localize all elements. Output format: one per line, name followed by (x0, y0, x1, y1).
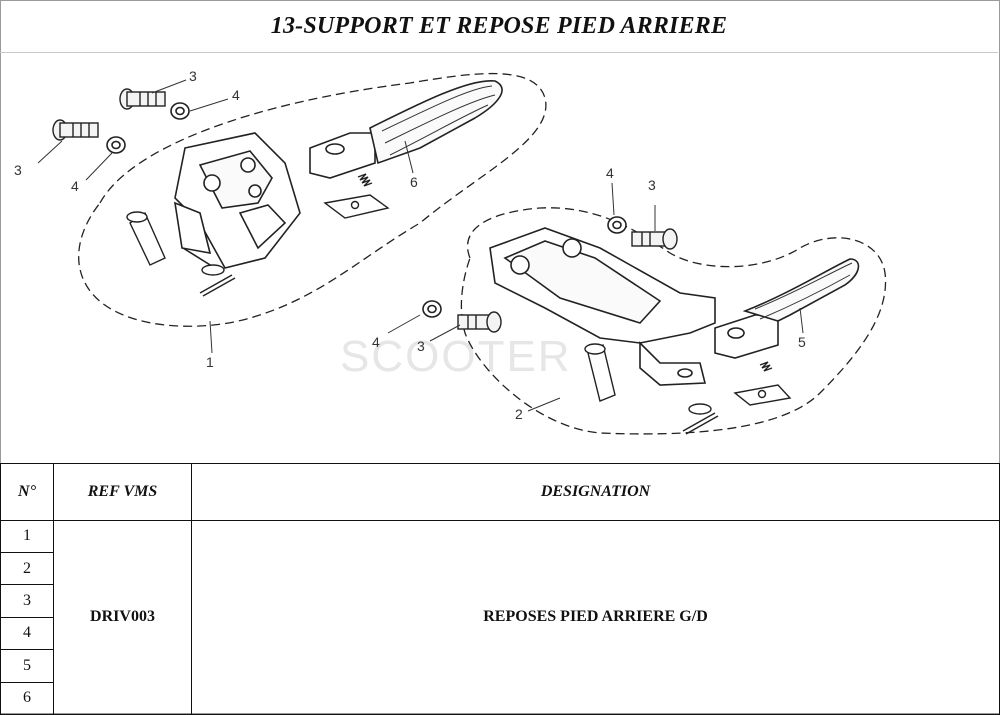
left-washer-lower-part (106, 136, 126, 154)
row-number: 4 (0, 616, 54, 651)
right-assembly-outline (460, 207, 887, 435)
row-number: 6 (0, 681, 54, 715)
callout-4-left-lower-washer: 4 (71, 178, 79, 194)
callout-4-right-upper-washer: 4 (606, 165, 614, 181)
table-row: 6 (0, 681, 1000, 715)
callout-3-left-upper-bolt: 3 (189, 68, 197, 84)
left-bolt-lower-part (52, 119, 99, 141)
left-assembly-outline (78, 72, 547, 327)
right-washer-lower-part (422, 300, 442, 318)
right-bolt-lower-part (457, 311, 502, 333)
header-designation: DESIGNATION (191, 463, 1000, 521)
right-footpeg-grip (754, 262, 853, 320)
row-number: 1 (0, 519, 54, 554)
right-bolt-upper-part (631, 228, 678, 250)
callout-2-right-bracket: 2 (515, 406, 523, 422)
right-washer-upper-part (607, 216, 627, 234)
ref-vms-cell: DRIV003 (53, 519, 192, 715)
callout-3-left-lower-bolt: 3 (14, 162, 22, 178)
callout-6-left-footpeg: 6 (410, 174, 418, 190)
callout-4-right-lower-washer: 4 (372, 334, 380, 350)
parts-table-header-row: N° REF VMS DESIGNATION (0, 463, 1000, 521)
right-spring-plate-part (733, 361, 792, 406)
left-footpeg-part (309, 80, 503, 179)
callout-3-right-upper-bolt: 3 (648, 177, 656, 193)
callout-leaders (37, 79, 804, 412)
left-pin-part (126, 211, 166, 266)
parts-table: N° REF VMS DESIGNATION 1 DRIV003 REPOSES… (0, 463, 1000, 715)
left-bolt-upper-part (119, 88, 166, 110)
callout-4-left-upper-washer: 4 (232, 87, 240, 103)
right-pin-part (584, 343, 616, 402)
watermark-text: SCOOTER (340, 332, 572, 381)
left-bracket-part (173, 132, 301, 269)
left-clip-part (199, 264, 236, 297)
table-row: 2 (0, 552, 1000, 586)
diagram-canvas: SCOOTER (14, 68, 887, 435)
header-number: N° (0, 463, 54, 521)
row-number: 5 (0, 649, 54, 683)
designation-cell: REPOSES PIED ARRIERE G/D (191, 519, 1000, 715)
left-washer-upper-part (170, 102, 190, 120)
page-title: 13-SUPPORT ET REPOSE PIED ARRIERE (0, 0, 998, 53)
right-bracket-part (489, 227, 716, 386)
callout-3-right-lower-bolt: 3 (417, 338, 425, 354)
row-number: 3 (0, 584, 54, 618)
table-row: 3 (0, 584, 1000, 618)
left-spring-plate-part (323, 173, 390, 219)
table-row: 1 DRIV003 REPOSES PIED ARRIERE G/D (0, 519, 1000, 715)
header-ref-vms: REF VMS (53, 463, 192, 521)
row-number: 2 (0, 552, 54, 586)
left-footpeg-grip (381, 85, 496, 156)
exploded-parts-diagram: SCOOTER (0, 53, 998, 463)
callout-1-left-bracket: 1 (206, 354, 214, 370)
callout-5-right-footpeg: 5 (798, 334, 806, 350)
right-footpeg-part (714, 258, 860, 359)
right-clip-part (682, 403, 719, 435)
